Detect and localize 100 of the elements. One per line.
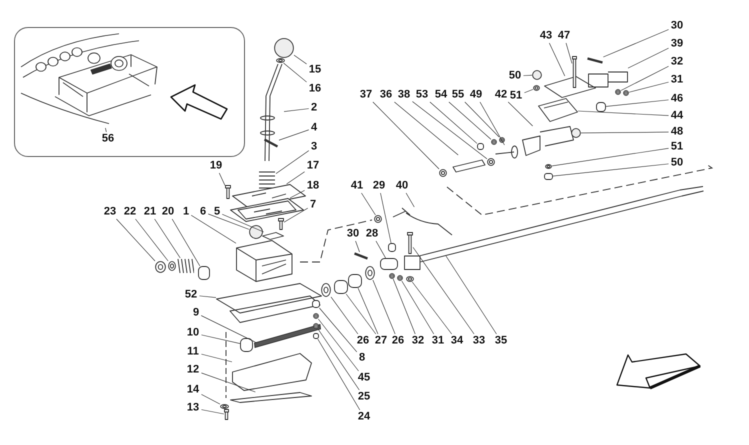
bolt-drawing xyxy=(572,56,577,88)
callout-number: 46 xyxy=(670,94,684,104)
callout-number: 50 xyxy=(670,158,684,168)
callout-number: 50 xyxy=(508,70,522,82)
leader-line xyxy=(464,102,500,138)
nut-drawing xyxy=(313,333,319,339)
bolt-drawing xyxy=(224,409,229,420)
cap-nut-drawing xyxy=(532,70,542,80)
washer-drawing xyxy=(406,276,414,282)
callout-number: 32 xyxy=(670,56,684,68)
leader-line xyxy=(355,240,360,252)
leader-line xyxy=(218,172,226,186)
washer-drawing xyxy=(487,158,495,166)
callout-number: 7 xyxy=(310,200,316,210)
callout-number: 27 xyxy=(374,336,388,346)
leader-line xyxy=(346,294,376,334)
washer-drawing xyxy=(374,215,382,223)
washer-drawing xyxy=(155,261,166,273)
callout-number: 21 xyxy=(144,206,156,218)
callout-number: 33 xyxy=(472,336,486,346)
block-drawing xyxy=(538,98,578,122)
leader-line xyxy=(394,102,458,156)
leader-line xyxy=(286,171,305,184)
leader-line xyxy=(372,280,396,334)
washer-drawing xyxy=(389,273,395,279)
leader-line xyxy=(361,192,376,216)
nut-drawing xyxy=(571,128,581,138)
leader-line xyxy=(392,278,416,334)
leader-line xyxy=(480,102,505,146)
leader-line xyxy=(580,132,669,134)
leader-line xyxy=(448,102,492,140)
leader-line xyxy=(402,280,434,334)
callout-number: 26 xyxy=(392,336,404,346)
leader-line xyxy=(135,218,168,262)
leader-line xyxy=(318,318,359,372)
leader-line xyxy=(222,214,264,232)
leader-line xyxy=(276,150,310,174)
leader-line xyxy=(201,354,232,362)
callout-number: 53 xyxy=(416,90,428,100)
callout-number: 31 xyxy=(670,74,684,86)
callout-number: 1 xyxy=(182,206,190,218)
gear-lever-drawing xyxy=(260,63,284,163)
callout-number: 41 xyxy=(350,180,364,192)
callout-number: 24 xyxy=(358,412,370,422)
leader-line xyxy=(105,128,107,132)
leader-line xyxy=(116,218,156,262)
leader-line xyxy=(606,100,669,107)
washer-drawing xyxy=(220,404,229,409)
leader-line xyxy=(208,214,250,230)
bolt-drawing xyxy=(353,252,369,260)
leader-line xyxy=(201,334,240,344)
callout-number: 4 xyxy=(310,122,318,134)
screw-drawing xyxy=(225,185,231,199)
bush-drawing xyxy=(348,274,362,288)
gasket-drawing xyxy=(216,283,322,323)
leader-line xyxy=(552,164,669,176)
leader-line xyxy=(376,240,386,258)
leader-line xyxy=(508,102,533,126)
nut-drawing xyxy=(544,173,553,180)
callout-number: 42 xyxy=(494,90,508,100)
inset-frame xyxy=(14,27,245,157)
callout-number: 29 xyxy=(372,180,386,192)
callout-number: 37 xyxy=(360,90,372,100)
callout-number: 52 xyxy=(184,290,198,300)
leader-line xyxy=(620,66,669,91)
leader-line xyxy=(412,101,488,160)
washer-drawing xyxy=(545,164,552,169)
callout-number: 55 xyxy=(452,90,464,100)
callout-number: 19 xyxy=(210,160,222,172)
leader-line xyxy=(154,218,181,258)
leader-line xyxy=(201,409,224,414)
leader-line xyxy=(430,102,478,144)
callout-number: 38 xyxy=(398,90,410,100)
callout-number: 26 xyxy=(356,336,370,346)
callout-number: 23 xyxy=(104,206,116,218)
screw-drawing xyxy=(278,218,284,230)
washer-drawing xyxy=(499,137,505,143)
leader-line xyxy=(358,288,378,334)
spring-drawing xyxy=(177,258,194,274)
nut-drawing xyxy=(439,169,447,177)
leader-line xyxy=(372,102,440,170)
leader-line xyxy=(319,308,358,352)
callout-number: 31 xyxy=(432,336,444,346)
leader-line xyxy=(578,110,669,116)
ball-drawing xyxy=(249,225,263,239)
washer-drawing xyxy=(533,85,540,91)
washer-drawing xyxy=(615,89,621,95)
circlip-drawing xyxy=(365,266,375,280)
callout-number: 13 xyxy=(186,402,200,414)
callout-number: 45 xyxy=(358,372,370,384)
callout-number: 18 xyxy=(306,180,320,192)
callout-number: 44 xyxy=(670,110,684,122)
knob-drawing xyxy=(274,38,294,58)
washer-drawing xyxy=(276,58,285,63)
leader-line xyxy=(290,190,305,198)
leader-line xyxy=(406,192,415,208)
leader-line xyxy=(317,338,360,410)
callout-number: 54 xyxy=(434,90,448,100)
leader-line xyxy=(318,328,360,390)
leader-line xyxy=(200,315,258,344)
